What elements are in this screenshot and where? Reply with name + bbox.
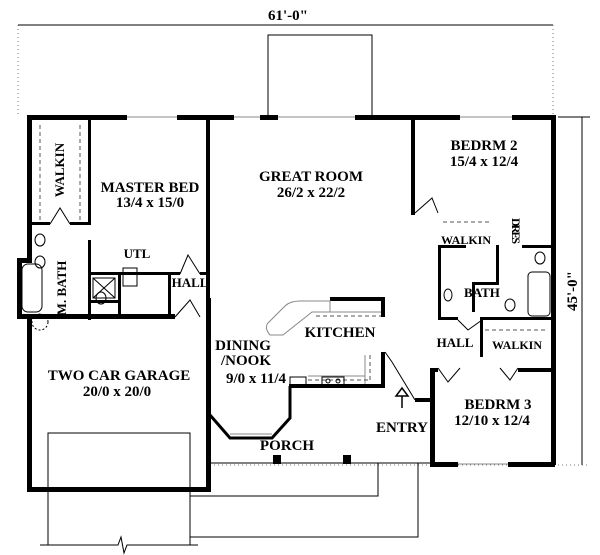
sink-icon xyxy=(534,251,546,265)
bay-window xyxy=(208,386,292,440)
doors xyxy=(49,197,519,401)
sink-icon xyxy=(443,288,453,302)
walls xyxy=(17,115,556,492)
room-size-great-room: 26/2 x 22/2 xyxy=(277,185,345,201)
entry-arrow-icon xyxy=(394,386,410,408)
porch-outline xyxy=(190,462,432,538)
room-label-master-walkin: WALKIN xyxy=(52,142,67,197)
room-label-entry: ENTRY xyxy=(376,420,428,436)
rear-bumpout xyxy=(267,34,373,118)
overall-depth-label: 45'-0" xyxy=(565,271,581,311)
room-label-dining: DINING xyxy=(215,338,271,354)
room-size-master-bed: 13/4 x 15/0 xyxy=(116,195,184,211)
stove-icon xyxy=(321,376,345,386)
room-label-dresser: DRES xyxy=(509,218,523,244)
washer-icon xyxy=(122,267,138,287)
room-label-hall-left: HALL xyxy=(172,275,209,290)
room-label-bath: BATH xyxy=(464,285,500,300)
room-label-nook: /NOOK xyxy=(220,353,271,369)
room-size-dining-nook: 9/0 x 11/4 xyxy=(226,371,287,387)
room-label-bedroom-2-walkin: WALKIN xyxy=(441,233,491,247)
room-label-master-bed: MASTER BED xyxy=(101,180,200,196)
bathtub-icon xyxy=(21,263,43,313)
water-heater-icon xyxy=(31,313,49,331)
shower-icon xyxy=(92,277,116,299)
sink-icon xyxy=(34,233,46,247)
sink-icon xyxy=(34,255,46,269)
room-label-kitchen: KITCHEN xyxy=(305,325,376,341)
room-size-garage: 20/0 x 20/0 xyxy=(83,384,151,400)
room-label-bedroom-3: BEDRM 3 xyxy=(464,397,531,413)
kitchen-counters xyxy=(265,300,381,386)
garage-door xyxy=(40,432,198,555)
overall-width-label: 61'-0" xyxy=(268,8,308,24)
room-label-bedroom-2: BEDRM 2 xyxy=(450,138,517,154)
room-label-porch: PORCH xyxy=(260,438,314,454)
room-label-utility: UTL xyxy=(124,246,151,261)
room-label-bedroom-3-walkin: WALKIN xyxy=(492,338,542,352)
room-label-garage: TWO CAR GARAGE xyxy=(48,368,191,384)
room-label-hall-right: HALL xyxy=(437,335,474,350)
room-size-bedroom-3: 12/10 x 12/4 xyxy=(454,413,530,429)
fixtures xyxy=(21,125,551,331)
room-size-bedroom-2: 15/4 x 12/4 xyxy=(450,154,519,170)
room-label-great-room: GREAT ROOM xyxy=(259,169,363,185)
toilet-icon xyxy=(95,291,107,305)
toilet-icon xyxy=(504,298,516,312)
bathtub-icon xyxy=(527,271,551,317)
room-label-master-bath: M. BATH xyxy=(54,261,69,316)
